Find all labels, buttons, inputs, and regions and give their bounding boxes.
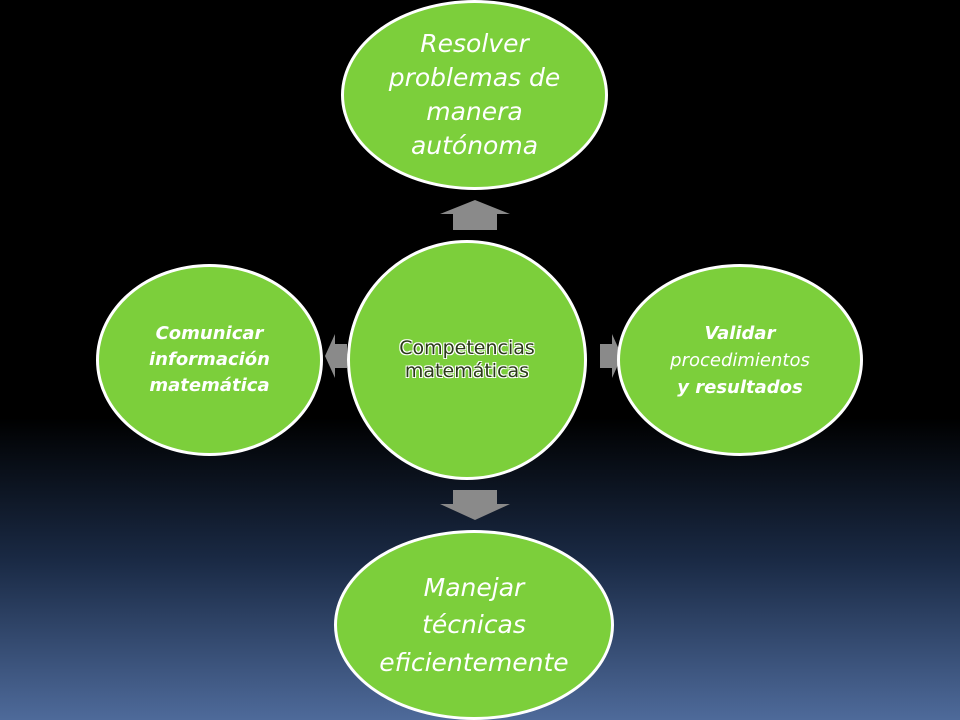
label-line: Comunicar <box>155 322 264 344</box>
arrow-down-icon <box>440 490 510 520</box>
label-line: problemas de <box>388 63 561 92</box>
label-line: manera <box>426 97 523 126</box>
node-validar-procedimientos: Validar procedimientos y resultados <box>617 264 863 456</box>
label-line: matemáticas <box>404 360 530 382</box>
label-line: técnicas <box>422 610 526 640</box>
node-manejar-label: Manejar técnicas eficientemente <box>364 569 584 682</box>
arrow-right-icon <box>600 334 622 378</box>
node-competencias-matematicas: Competencias matemáticas <box>347 240 587 480</box>
node-validar-label: Validar procedimientos y resultados <box>640 320 840 401</box>
node-competencias-label: Competencias matemáticas <box>382 337 552 383</box>
label-line: y resultados <box>677 376 803 398</box>
node-resolver-problemas-label: Resolver problemas de manera autónoma <box>375 27 575 163</box>
label-line: eficientemente <box>379 647 569 677</box>
node-manejar-tecnicas: Manejar técnicas eficientemente <box>334 530 614 720</box>
label-line: matemática <box>149 375 270 397</box>
label-line: autónoma <box>410 131 539 160</box>
label-line: Competencias <box>399 337 535 360</box>
arrow-up-icon <box>440 200 510 230</box>
label-line: procedimientos <box>670 349 810 371</box>
label-line: información <box>149 348 270 370</box>
node-comunicar-label: Comunicar información matemática <box>125 321 295 399</box>
node-resolver-problemas: Resolver problemas de manera autónoma <box>341 0 608 190</box>
label-line: Resolver <box>420 29 529 58</box>
node-comunicar-informacion: Comunicar información matemática <box>96 264 323 456</box>
arrow-left-icon <box>325 334 347 378</box>
label-line: Manejar <box>423 572 525 602</box>
label-line: Validar <box>704 322 776 344</box>
